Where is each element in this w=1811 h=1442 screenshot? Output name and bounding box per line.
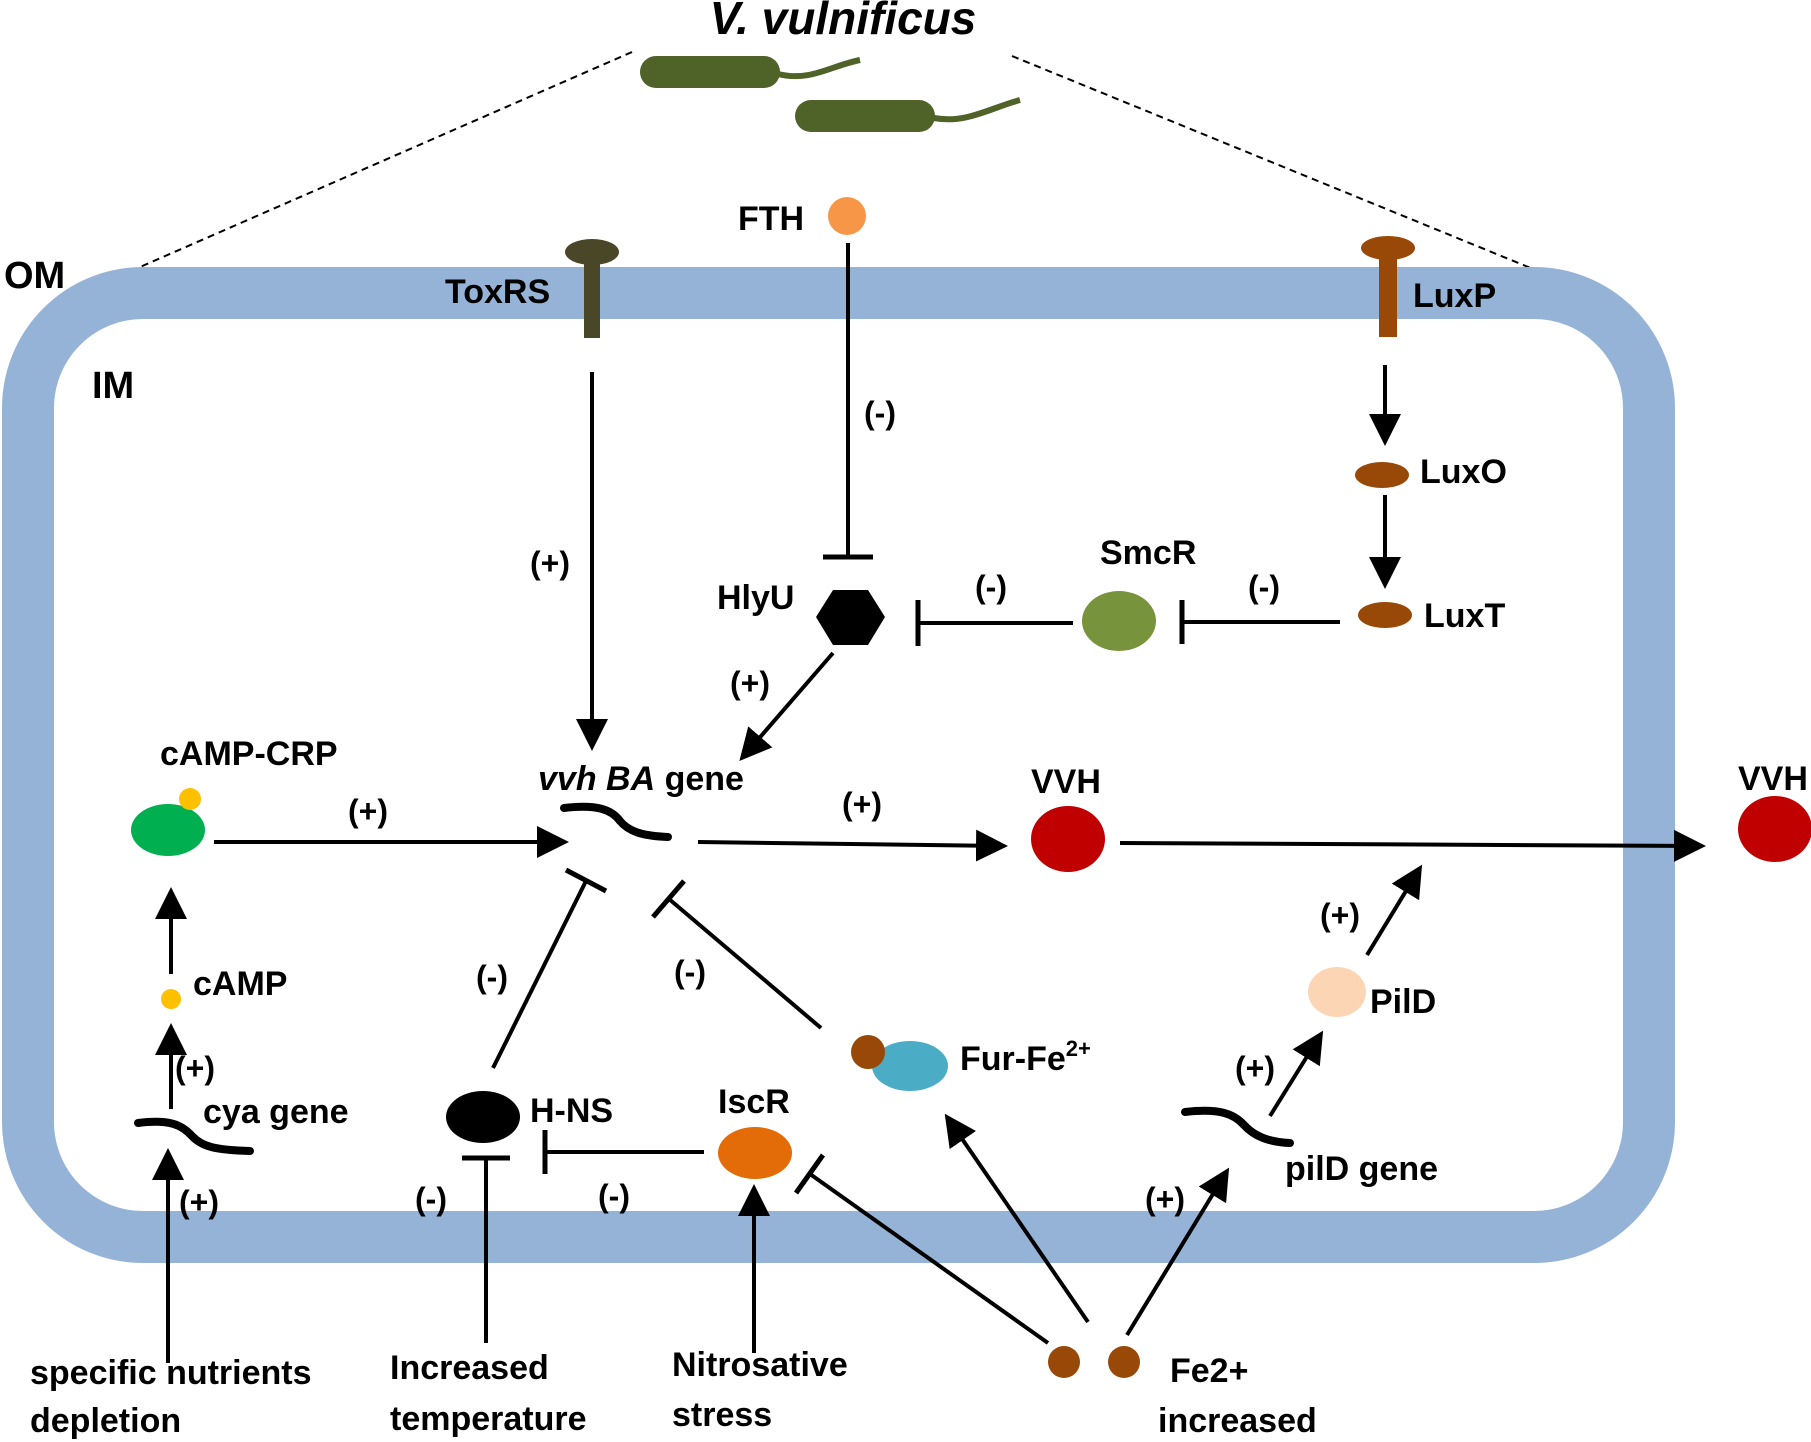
arrow-iron-to-pild-gene — [1125, 1167, 1230, 1337]
luxp-receptor-icon — [1361, 236, 1415, 337]
sign-smcr: (-) — [975, 569, 1007, 605]
zoom-line-right — [1011, 55, 1561, 281]
arrow-pild-to-vvh-secretion — [1365, 864, 1423, 957]
luxp-label: LuxP — [1413, 277, 1496, 315]
vvh-inside-label: VVH — [1031, 763, 1101, 801]
fur-icon — [872, 1041, 948, 1091]
nitrosative-stimulus-line2: stress — [672, 1396, 772, 1434]
fur-iron-icon — [851, 1035, 885, 1069]
vvh-secreted-icon — [1738, 796, 1811, 862]
arrow-vvh-secretion — [1119, 829, 1706, 862]
zoom-line-left — [91, 51, 633, 289]
fth-label: FTH — [738, 200, 804, 238]
arrow-pild-gene-to-pild — [1268, 1030, 1324, 1118]
luxo-icon — [1355, 462, 1409, 488]
fth-icon — [828, 197, 866, 235]
outer-membrane-label: OM — [4, 255, 65, 297]
temperature-stimulus-line1: Increased — [390, 1349, 549, 1387]
sign-iron-pild: (+) — [1145, 1181, 1185, 1217]
sign-hns: (-) — [476, 959, 508, 995]
iscr-label: IscR — [718, 1083, 790, 1121]
smcr-icon — [1082, 591, 1156, 651]
nitrosative-stimulus-line1: Nitrosative — [672, 1346, 848, 1384]
vvh-outside-label: VVH — [1738, 760, 1808, 798]
pild-label: PilD — [1370, 983, 1436, 1021]
luxt-label: LuxT — [1424, 597, 1505, 635]
cell-membrane — [2, 267, 1675, 1263]
cya-gene-label: cya gene — [203, 1093, 349, 1131]
arrow-hlyu-to-vvh-gene — [739, 651, 835, 762]
arrow-iron-to-fur — [944, 1113, 1090, 1324]
sign-temperature: (-) — [415, 1181, 447, 1217]
luxt-icon — [1358, 602, 1412, 628]
inhibit-fur-bar — [651, 879, 686, 919]
sign-pild-gene: (+) — [1235, 1050, 1275, 1086]
sign-fur: (-) — [674, 954, 706, 990]
camp-crp-icon — [131, 804, 205, 856]
vvh-toxin-icon — [1031, 806, 1105, 872]
camp-crp-label: cAMP-CRP — [160, 735, 338, 773]
nutrient-stimulus-line2: depletion — [30, 1402, 181, 1440]
iron-stimulus-line1: Fe2+ — [1170, 1352, 1248, 1390]
sign-pild-secretion: (+) — [1320, 897, 1360, 933]
fur-label: Fur-Fe2+ — [960, 1036, 1091, 1078]
luxo-label: LuxO — [1420, 453, 1507, 491]
diagram-title: V. vulnificus — [710, 0, 977, 44]
toxrs-receptor-icon — [565, 239, 619, 338]
inhibit-hns-bar — [564, 867, 608, 894]
smcr-label: SmcR — [1100, 534, 1196, 572]
arrow-vvh-gene-to-vvh — [697, 829, 1008, 862]
vvh-gene-icon — [560, 802, 672, 841]
pild-icon — [1308, 967, 1366, 1017]
nutrient-stimulus-line1: specific nutrients — [30, 1354, 312, 1392]
hns-icon — [446, 1091, 520, 1143]
iron-ion-icon — [1108, 1346, 1140, 1378]
iscr-icon — [718, 1127, 792, 1179]
inhibit-iron-to-iscr — [808, 1172, 1050, 1345]
camp-bound-icon — [179, 788, 201, 810]
sign-nutrients: (+) — [179, 1184, 219, 1220]
pild-gene-icon — [1181, 1106, 1294, 1147]
inhibit-hns-to-vvh-gene — [491, 880, 588, 1069]
hns-label: H-NS — [530, 1092, 613, 1130]
temperature-stimulus-line2: temperature — [390, 1400, 587, 1438]
pild-gene-label: pilD gene — [1285, 1150, 1438, 1188]
camp-label: cAMP — [193, 965, 287, 1003]
inhibit-fur-to-vvh-gene — [667, 897, 823, 1030]
bacterium-icon — [640, 56, 861, 88]
sign-cya-gene: (+) — [175, 1050, 215, 1086]
bacterium-icon — [795, 97, 1021, 132]
sign-toxrs: (+) — [530, 545, 570, 581]
cya-gene-icon — [134, 1117, 254, 1155]
sign-camp-crp: (+) — [348, 793, 388, 829]
sign-iscr: (-) — [598, 1178, 630, 1214]
iron-ion-icon — [1048, 1346, 1080, 1378]
iron-stimulus-line2: increased — [1158, 1402, 1317, 1440]
sign-fth: (-) — [864, 395, 896, 431]
sign-luxt: (-) — [1248, 569, 1280, 605]
inner-membrane-label: IM — [92, 365, 134, 407]
sign-hlyu: (+) — [730, 665, 770, 701]
sign-vvh-expression: (+) — [842, 786, 882, 822]
hlyu-label: HlyU — [717, 579, 794, 617]
hlyu-icon — [816, 590, 885, 645]
toxrs-label: ToxRS — [445, 273, 550, 311]
inhibit-iron-bar — [793, 1153, 826, 1195]
vvh-gene-label: vvh BA gene — [538, 760, 744, 798]
camp-icon — [161, 989, 181, 1009]
